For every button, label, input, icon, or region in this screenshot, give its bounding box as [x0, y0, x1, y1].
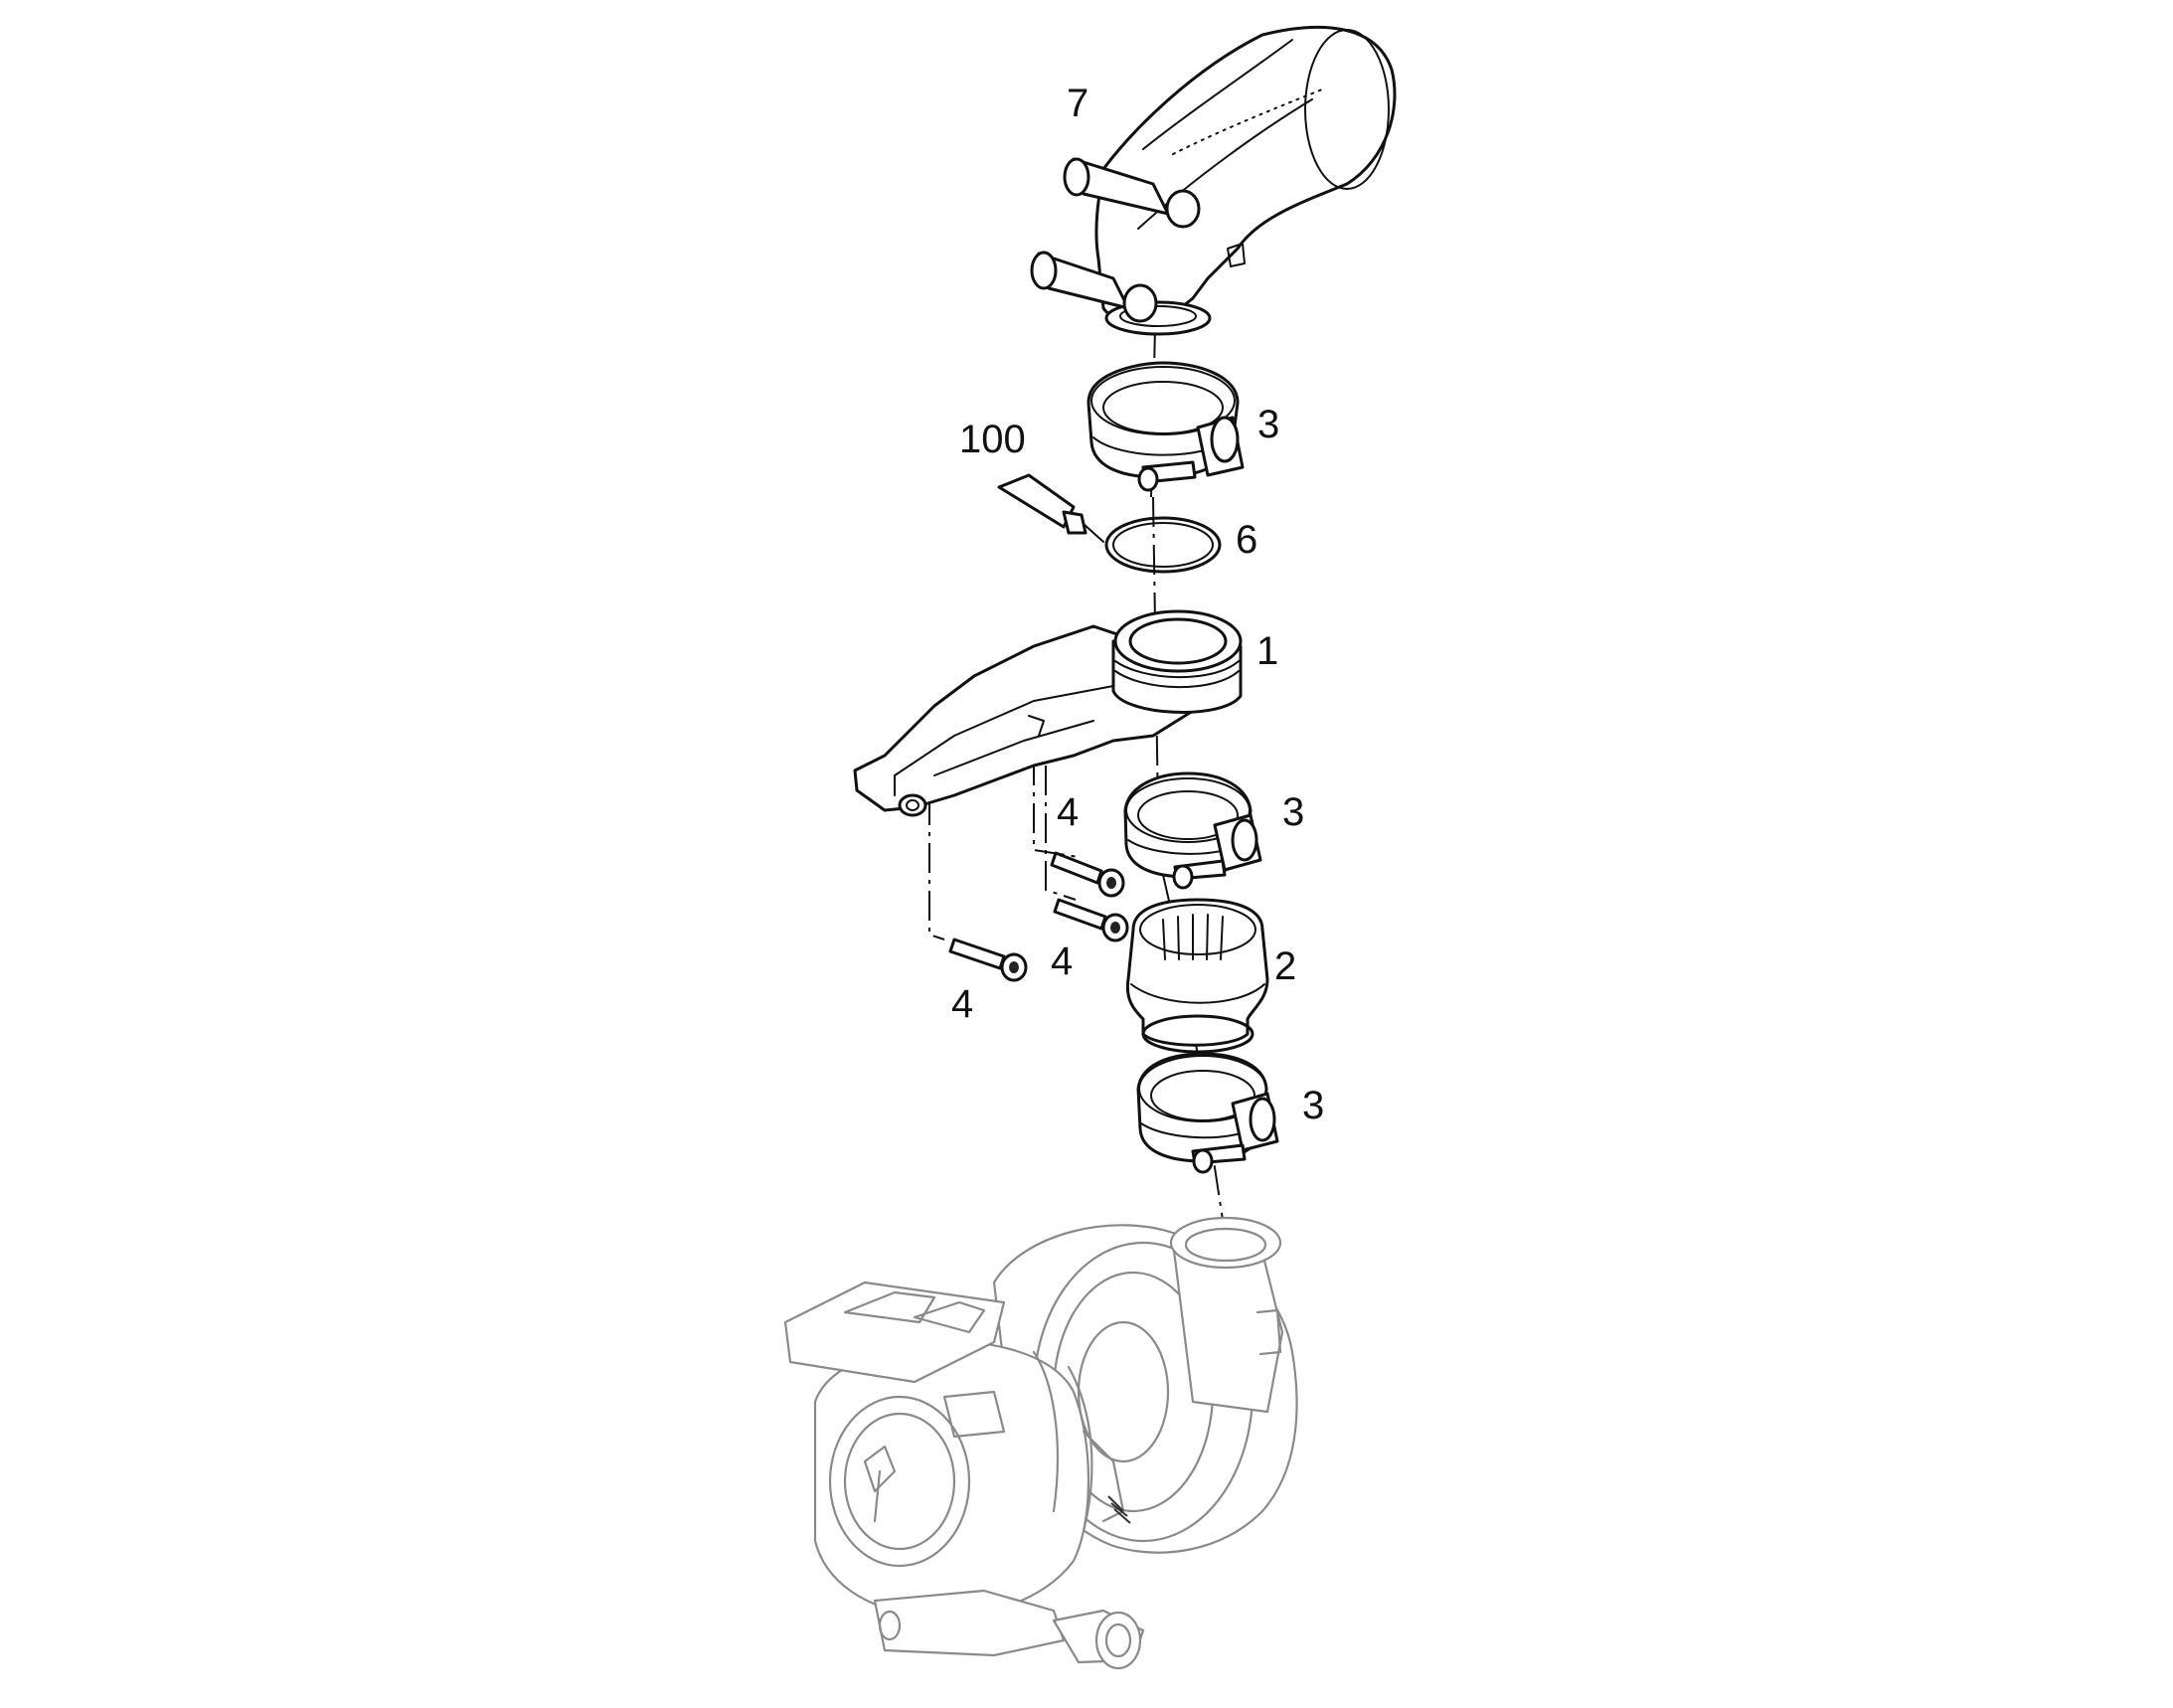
callout-3-middle: 3	[1282, 790, 1304, 834]
callout-4-upper: 4	[1057, 790, 1079, 834]
callout-4-lower: 4	[951, 982, 973, 1026]
callout-1: 1	[1256, 629, 1278, 673]
v-band-clamp-bottom-part-3	[1136, 1052, 1279, 1174]
bracket-collar-part-1	[853, 609, 1243, 817]
callout-7: 7	[1067, 82, 1088, 125]
bolt-lower-part-4	[948, 938, 1028, 982]
callout-100: 100	[959, 418, 1026, 461]
v-band-clamp-middle-part-3	[1123, 771, 1262, 890]
callout-3-top: 3	[1257, 403, 1279, 446]
bellows-part-2	[1125, 898, 1269, 1054]
bolt-middle-part-4	[1053, 898, 1129, 942]
callout-labels: 7 3 100 6 1 3 4 2 4 4 3	[951, 82, 1324, 1127]
callout-4-middle: 4	[1051, 939, 1073, 983]
callout-3-bottom: 3	[1302, 1084, 1324, 1127]
turbocharger-assembly	[783, 1216, 1298, 1670]
elbow-pipe-part-7	[1030, 25, 1397, 336]
sealant-tube-part-100	[997, 473, 1104, 543]
callout-2: 2	[1274, 944, 1296, 988]
v-band-clamp-top-part-3	[1086, 361, 1245, 492]
o-ring-part-6	[1104, 516, 1222, 574]
bolt-upper-part-4	[1050, 851, 1125, 898]
callout-6: 6	[1236, 518, 1257, 562]
